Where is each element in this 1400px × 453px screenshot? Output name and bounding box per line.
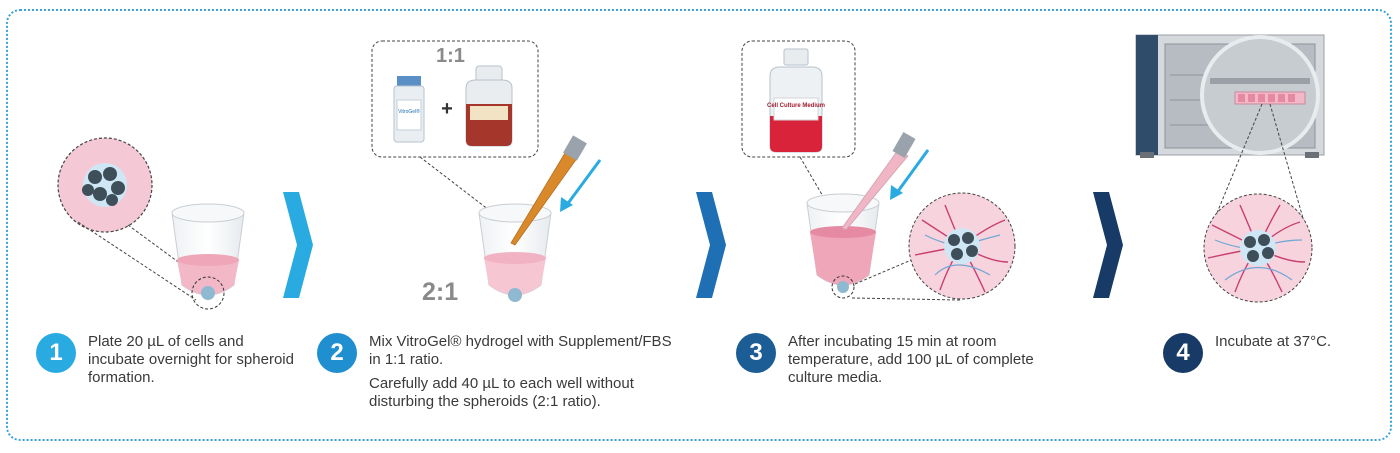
culture-medium-bottle: Cell Culture Medium bbox=[767, 48, 825, 153]
arrow-chevron-2 bbox=[696, 192, 726, 298]
step-text-line: Incubate at 37°C. bbox=[1215, 333, 1332, 350]
step-2: 2 Mix VitroGel® hydrogel with Supplement… bbox=[317, 333, 677, 417]
pipette-tip-2 bbox=[841, 131, 916, 231]
well-cup bbox=[171, 203, 245, 296]
svg-text:+: + bbox=[441, 98, 453, 120]
down-arrow-icon bbox=[564, 159, 602, 207]
down-arrow-icon-2 bbox=[894, 149, 930, 195]
step-number-badge: 1 bbox=[36, 333, 76, 373]
step1-illustration bbox=[57, 137, 245, 310]
step-1: 1 Plate 20 µL of cells and incubate over… bbox=[36, 333, 296, 393]
step4-illustration bbox=[1135, 34, 1325, 303]
vial-label: VitroGel® bbox=[398, 108, 420, 115]
step-3: 3 After incubating 15 min at room temper… bbox=[736, 333, 1066, 393]
vitrogel-vial: VitroGel® bbox=[393, 76, 425, 143]
step-text-line: Carefully add 40 µL to each well without… bbox=[369, 375, 634, 410]
step-4-text: Incubate at 37°C. bbox=[1215, 333, 1331, 357]
step-3-text: After incubating 15 min at room temperat… bbox=[788, 333, 1066, 393]
step-text-line: Mix VitroGel® hydrogel with Supplement/F… bbox=[369, 333, 672, 368]
step-text-line: After incubating 15 min at room temperat… bbox=[788, 333, 1034, 386]
step-text-line: Plate 20 µL of cells and incubate overni… bbox=[88, 333, 294, 386]
step-number-badge: 2 bbox=[317, 333, 357, 373]
arrow-chevron-1 bbox=[283, 192, 313, 298]
step3-illustration: Cell Culture Medium bbox=[741, 40, 1016, 301]
step-number-badge: 3 bbox=[736, 333, 776, 373]
mix-ratio-label: 1:1 bbox=[436, 45, 465, 67]
pipette-tip bbox=[510, 135, 587, 246]
arrow-chevron-3 bbox=[1093, 192, 1123, 298]
gel-ratio-label: 2:1 bbox=[422, 278, 459, 306]
diagram-frame bbox=[6, 9, 1392, 441]
supplement-bottle bbox=[465, 65, 513, 147]
step-2-text: Mix VitroGel® hydrogel with Supplement/F… bbox=[369, 333, 677, 417]
step-4: 4 Incubate at 37°C. bbox=[1163, 333, 1383, 373]
bottle-label: Cell Culture Medium bbox=[767, 103, 825, 109]
step-number-badge: 4 bbox=[1163, 333, 1203, 373]
step-1-text: Plate 20 µL of cells and incubate overni… bbox=[88, 333, 296, 393]
spheroid-icon bbox=[82, 163, 127, 207]
step2-illustration: VitroGel® + bbox=[371, 40, 602, 302]
